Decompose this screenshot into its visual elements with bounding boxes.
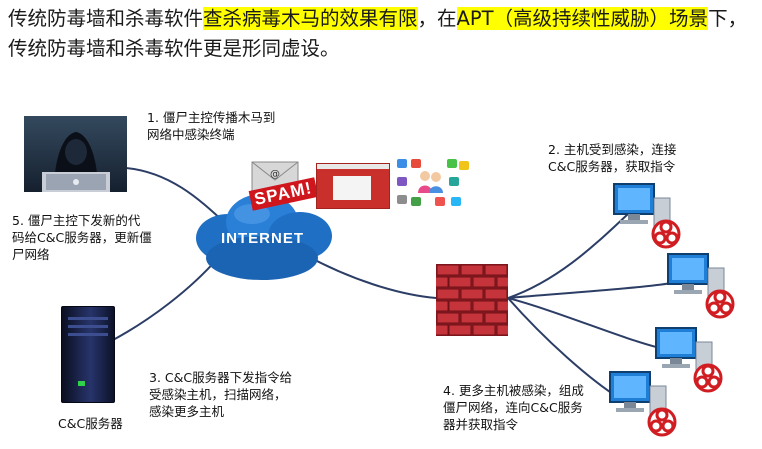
step-3-line-3: 感染更多主机 xyxy=(149,404,225,419)
internet-label: INTERNET xyxy=(221,230,304,247)
infected-pc-1-icon xyxy=(613,183,681,249)
cc-server-icon xyxy=(61,306,115,403)
step-2-line-1: 2. 主机受到感染，连接 xyxy=(548,142,677,157)
headline-highlight-1: 查杀病毒木马的效果有限 xyxy=(203,7,418,30)
step-4-line-3: 器并获取指令 xyxy=(443,417,519,432)
headline-part-3: 下，传统防毒墙和杀毒软件更是形同虚设。 xyxy=(8,7,748,60)
users-icon xyxy=(418,171,443,193)
step-3-line-1: 3. C&C服务器下发指令给 xyxy=(149,370,293,385)
link-firewall-pc-1 xyxy=(507,213,629,299)
step-1-line-1: 1. 僵尸主控传播木马到 xyxy=(147,110,276,125)
step-5-line-3: 尸网络 xyxy=(12,247,50,262)
hooded-hacker-icon xyxy=(42,132,110,192)
headline-part-2: ，在 xyxy=(417,7,457,30)
internet-cloud xyxy=(196,194,332,280)
link-server-internet xyxy=(112,257,219,341)
step-5-label: 5. 僵尸主控下发新的代 码给C&C服务器，更新僵 尸网络 xyxy=(12,212,152,263)
link-firewall-pc-3 xyxy=(507,297,661,349)
infected-pc-4-icon xyxy=(609,371,677,437)
step-5-line-1: 5. 僵尸主控下发新的代 xyxy=(12,213,141,228)
social-apps-icon xyxy=(395,157,469,209)
step-1-line-2: 网络中感染终端 xyxy=(147,127,235,142)
hacker-image xyxy=(24,116,127,192)
cc-server-caption: C&C服务器 xyxy=(58,416,123,431)
step-4-label: 4. 更多主机被感染，组成 僵尸网络，连向C&C服务 器并获取指令 xyxy=(443,382,584,433)
step-2-label: 2. 主机受到感染，连接 C&C服务器，获取指令 xyxy=(548,141,676,175)
headline: 传统防毒墙和杀毒软件查杀病毒木马的效果有限，在APT（高级持续性威胁）场景下，传… xyxy=(8,4,758,64)
step-1-label: 1. 僵尸主控传播木马到 网络中感染终端 xyxy=(147,109,275,143)
step-4-line-1: 4. 更多主机被感染，组成 xyxy=(443,383,584,398)
firewall-icon xyxy=(436,264,508,336)
link-firewall-pc-2 xyxy=(507,282,673,299)
infected-pc-2-icon xyxy=(667,253,735,319)
link-hacker-internet xyxy=(125,167,225,223)
step-5-line-2: 码给C&C服务器，更新僵 xyxy=(12,230,152,245)
step-2-line-2: C&C服务器，获取指令 xyxy=(548,159,676,174)
svg-text:@: @ xyxy=(270,169,280,180)
step-3-line-2: 受感染主机，扫描网络， xyxy=(149,387,287,402)
server-led xyxy=(78,381,85,386)
browser-pane xyxy=(333,176,371,200)
headline-part-1: 传统防毒墙和杀毒软件 xyxy=(8,7,204,30)
step-3-label: 3. C&C服务器下发指令给 受感染主机，扫描网络， 感染更多主机 xyxy=(149,369,292,420)
link-internet-firewall xyxy=(299,251,437,299)
browser-error-icon xyxy=(316,163,390,209)
step-4-line-2: 僵尸网络，连向C&C服务 xyxy=(443,400,583,415)
headline-highlight-2: APT（高级持续性威胁）场景 xyxy=(456,7,709,30)
browser-bar xyxy=(317,164,389,169)
infected-pc-3-icon xyxy=(655,327,723,393)
